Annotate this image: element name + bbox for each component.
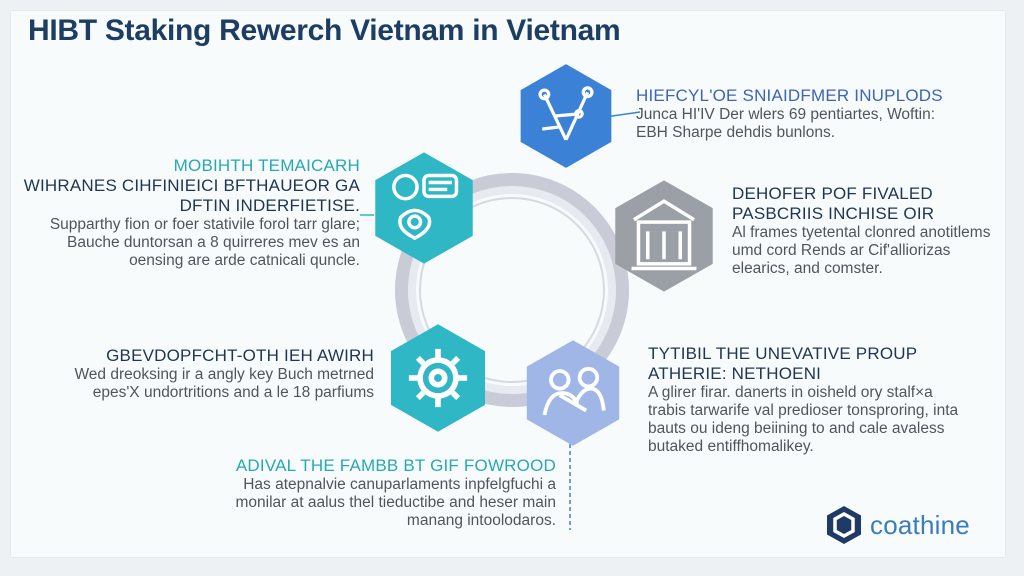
block-text-line: butaked entiffhomalikey.	[648, 438, 814, 455]
block-text-line: Wed dreoksing ir a angly key Buch metrne…	[74, 366, 374, 383]
page-title: HIBT Staking Rewerch Vietnam in Vietnam	[28, 14, 621, 47]
block-text-line: epes'X undortritions and a le 18 parfium…	[92, 384, 374, 401]
block-heading: WIHRANES CIHFINIEICI BFTHAUEOR GA	[23, 176, 360, 195]
text-block-mid-right: DEHOFER POF FIVALED PASBCRIIS INCHISE OI…	[732, 184, 990, 278]
block-text-line: bauts ou ideng beiining to and cale aval…	[648, 420, 945, 437]
block-heading: GBEVDOPFCHT-OTH IEH AWIRH	[106, 346, 374, 365]
block-text-line: Has atepnalvie canuparlaments inpfelgfuc…	[243, 476, 556, 493]
block-text-line: A glirer firar. danerts in oisheld ory s…	[648, 384, 933, 401]
block-text-line: EBH Sharpe dehdis bunlons.	[636, 124, 836, 141]
block-heading: DEHOFER POF FIVALED	[732, 184, 933, 203]
block-heading: TYTIBIL THE UNEVATIVE PROUP	[648, 344, 918, 363]
block-text-line: umd cord Rends ar Cif'alliorizas	[732, 242, 951, 259]
building-chart-icon	[606, 178, 722, 294]
block-text-line: Supparthy fion or foer stativile forol t…	[49, 216, 360, 233]
block-heading: ATHERIE: NETHOENI	[648, 364, 822, 383]
block-text-line: Bauche duntorsan a 8 quirreres mev es an	[67, 234, 360, 251]
text-block-bottom: ADIVAL THE FAMBB BT GIF FOWROOD Has atep…	[196, 456, 556, 530]
block-text-line: elearics, and comster.	[732, 260, 883, 277]
block-text-line: Al frames tyetental clonred anotitlems	[732, 224, 991, 241]
text-block-lower-right: TYTIBIL THE UNEVATIVE PROUP ATHERIE: NET…	[648, 344, 958, 456]
block-heading: HIEFCYL'OE SNIAIDFMER INUPLODS	[636, 86, 943, 105]
text-block-mid-left: MOBIHTH TEMAICARH WIHRANES CIHFINIEICI B…	[22, 156, 360, 270]
block-heading: PASBCRIIS INCHISE OIR	[732, 204, 935, 223]
block-text-line: Junca HI'IV Der wlers 69 pentiartes, Wof…	[636, 106, 936, 123]
block-heading: ADIVAL THE FAMBB BT GIF FOWROOD	[235, 456, 556, 475]
chat-dashboard-icon	[366, 150, 482, 266]
brand-logo: coathine	[824, 505, 970, 545]
hexagon-logo-icon	[827, 506, 861, 544]
block-text-line: monilar at aalus thel tieductibe and hes…	[235, 494, 556, 511]
block-heading: DFTIN INDERFIETISE.	[179, 196, 360, 215]
block-text-line: oensing are arde catnicali quncle.	[129, 252, 360, 269]
block-heading: MOBIHTH TEMAICARH	[173, 156, 360, 175]
brand-name: coathine	[870, 509, 970, 540]
text-block-lower-left: GBEVDOPFCHT-OTH IEH AWIRH Wed dreoksing …	[22, 346, 374, 402]
block-text-line: manang intoolodaros.	[406, 512, 556, 529]
text-block-top-right: HIEFCYL'OE SNIAIDFMER INUPLODS Junca HI'…	[636, 86, 943, 142]
people-group-icon	[518, 338, 628, 448]
block-text-line: trabis tarwarife val predioser tonsprori…	[648, 402, 959, 419]
gear-icon	[382, 322, 494, 434]
network-tree-icon	[512, 62, 620, 170]
